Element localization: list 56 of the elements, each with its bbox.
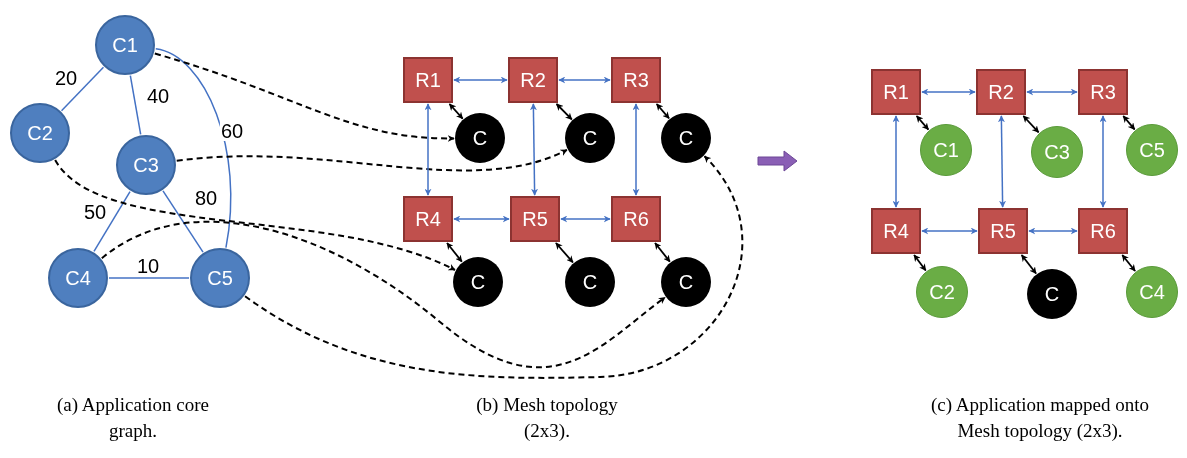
edge-label: 20 — [53, 68, 79, 88]
double-arrow — [560, 215, 611, 223]
double-arrow — [1026, 88, 1078, 96]
router-box: R4 — [403, 196, 453, 242]
dashed-arrow — [54, 159, 456, 271]
double-arrow — [1122, 115, 1136, 131]
edge-label: 50 — [82, 202, 108, 222]
router-box: R2 — [508, 57, 558, 103]
double-arrow — [921, 88, 976, 96]
figure-caption: (a) Application core graph. — [56, 393, 210, 443]
double-arrow — [1020, 254, 1037, 275]
double-arrow — [655, 103, 670, 120]
edge-label: 40 — [145, 86, 171, 106]
connector-line — [129, 74, 142, 136]
connector-line — [108, 277, 190, 279]
double-arrow — [558, 76, 611, 84]
connector-line — [60, 66, 105, 112]
router-box: R6 — [1078, 208, 1128, 254]
router-box: R5 — [978, 208, 1028, 254]
connector-line — [162, 190, 204, 253]
double-arrow — [555, 103, 573, 121]
dashed-arrow — [100, 220, 667, 369]
double-arrow — [1099, 115, 1107, 208]
router-box: R4 — [871, 208, 921, 254]
double-arrow — [555, 242, 574, 264]
double-arrow — [529, 103, 539, 196]
router-box: R2 — [976, 69, 1026, 115]
dashed-arrow — [175, 148, 568, 172]
double-arrow — [915, 115, 930, 131]
dashed-arrow — [244, 155, 744, 379]
double-arrow — [1028, 227, 1078, 235]
router-box: R5 — [510, 196, 560, 242]
connector-line — [155, 48, 232, 249]
router-box: R3 — [1078, 69, 1128, 115]
double-arrow — [1121, 254, 1136, 272]
router-box: R6 — [611, 196, 661, 242]
double-arrow — [1022, 115, 1040, 134]
edge-label: 60 — [219, 121, 245, 141]
double-arrow — [453, 76, 508, 84]
router-box: R1 — [871, 69, 921, 115]
double-arrow — [453, 215, 510, 223]
double-arrow — [913, 254, 927, 272]
double-arrow — [446, 242, 463, 263]
double-arrow — [921, 227, 978, 235]
figure-caption: (b) Mesh topology (2x3). — [475, 393, 619, 443]
router-box: R3 — [611, 57, 661, 103]
edge-label: 10 — [135, 256, 161, 276]
double-arrow — [632, 103, 640, 196]
edge-label: 80 — [193, 188, 219, 208]
double-arrow — [448, 103, 464, 120]
double-arrow — [654, 242, 671, 263]
figure-caption: (c) Application mapped onto Mesh topology (2x3). — [930, 393, 1150, 443]
double-arrow — [997, 115, 1007, 208]
double-arrow — [892, 115, 900, 208]
router-box: R1 — [403, 57, 453, 103]
double-arrow — [424, 103, 432, 196]
